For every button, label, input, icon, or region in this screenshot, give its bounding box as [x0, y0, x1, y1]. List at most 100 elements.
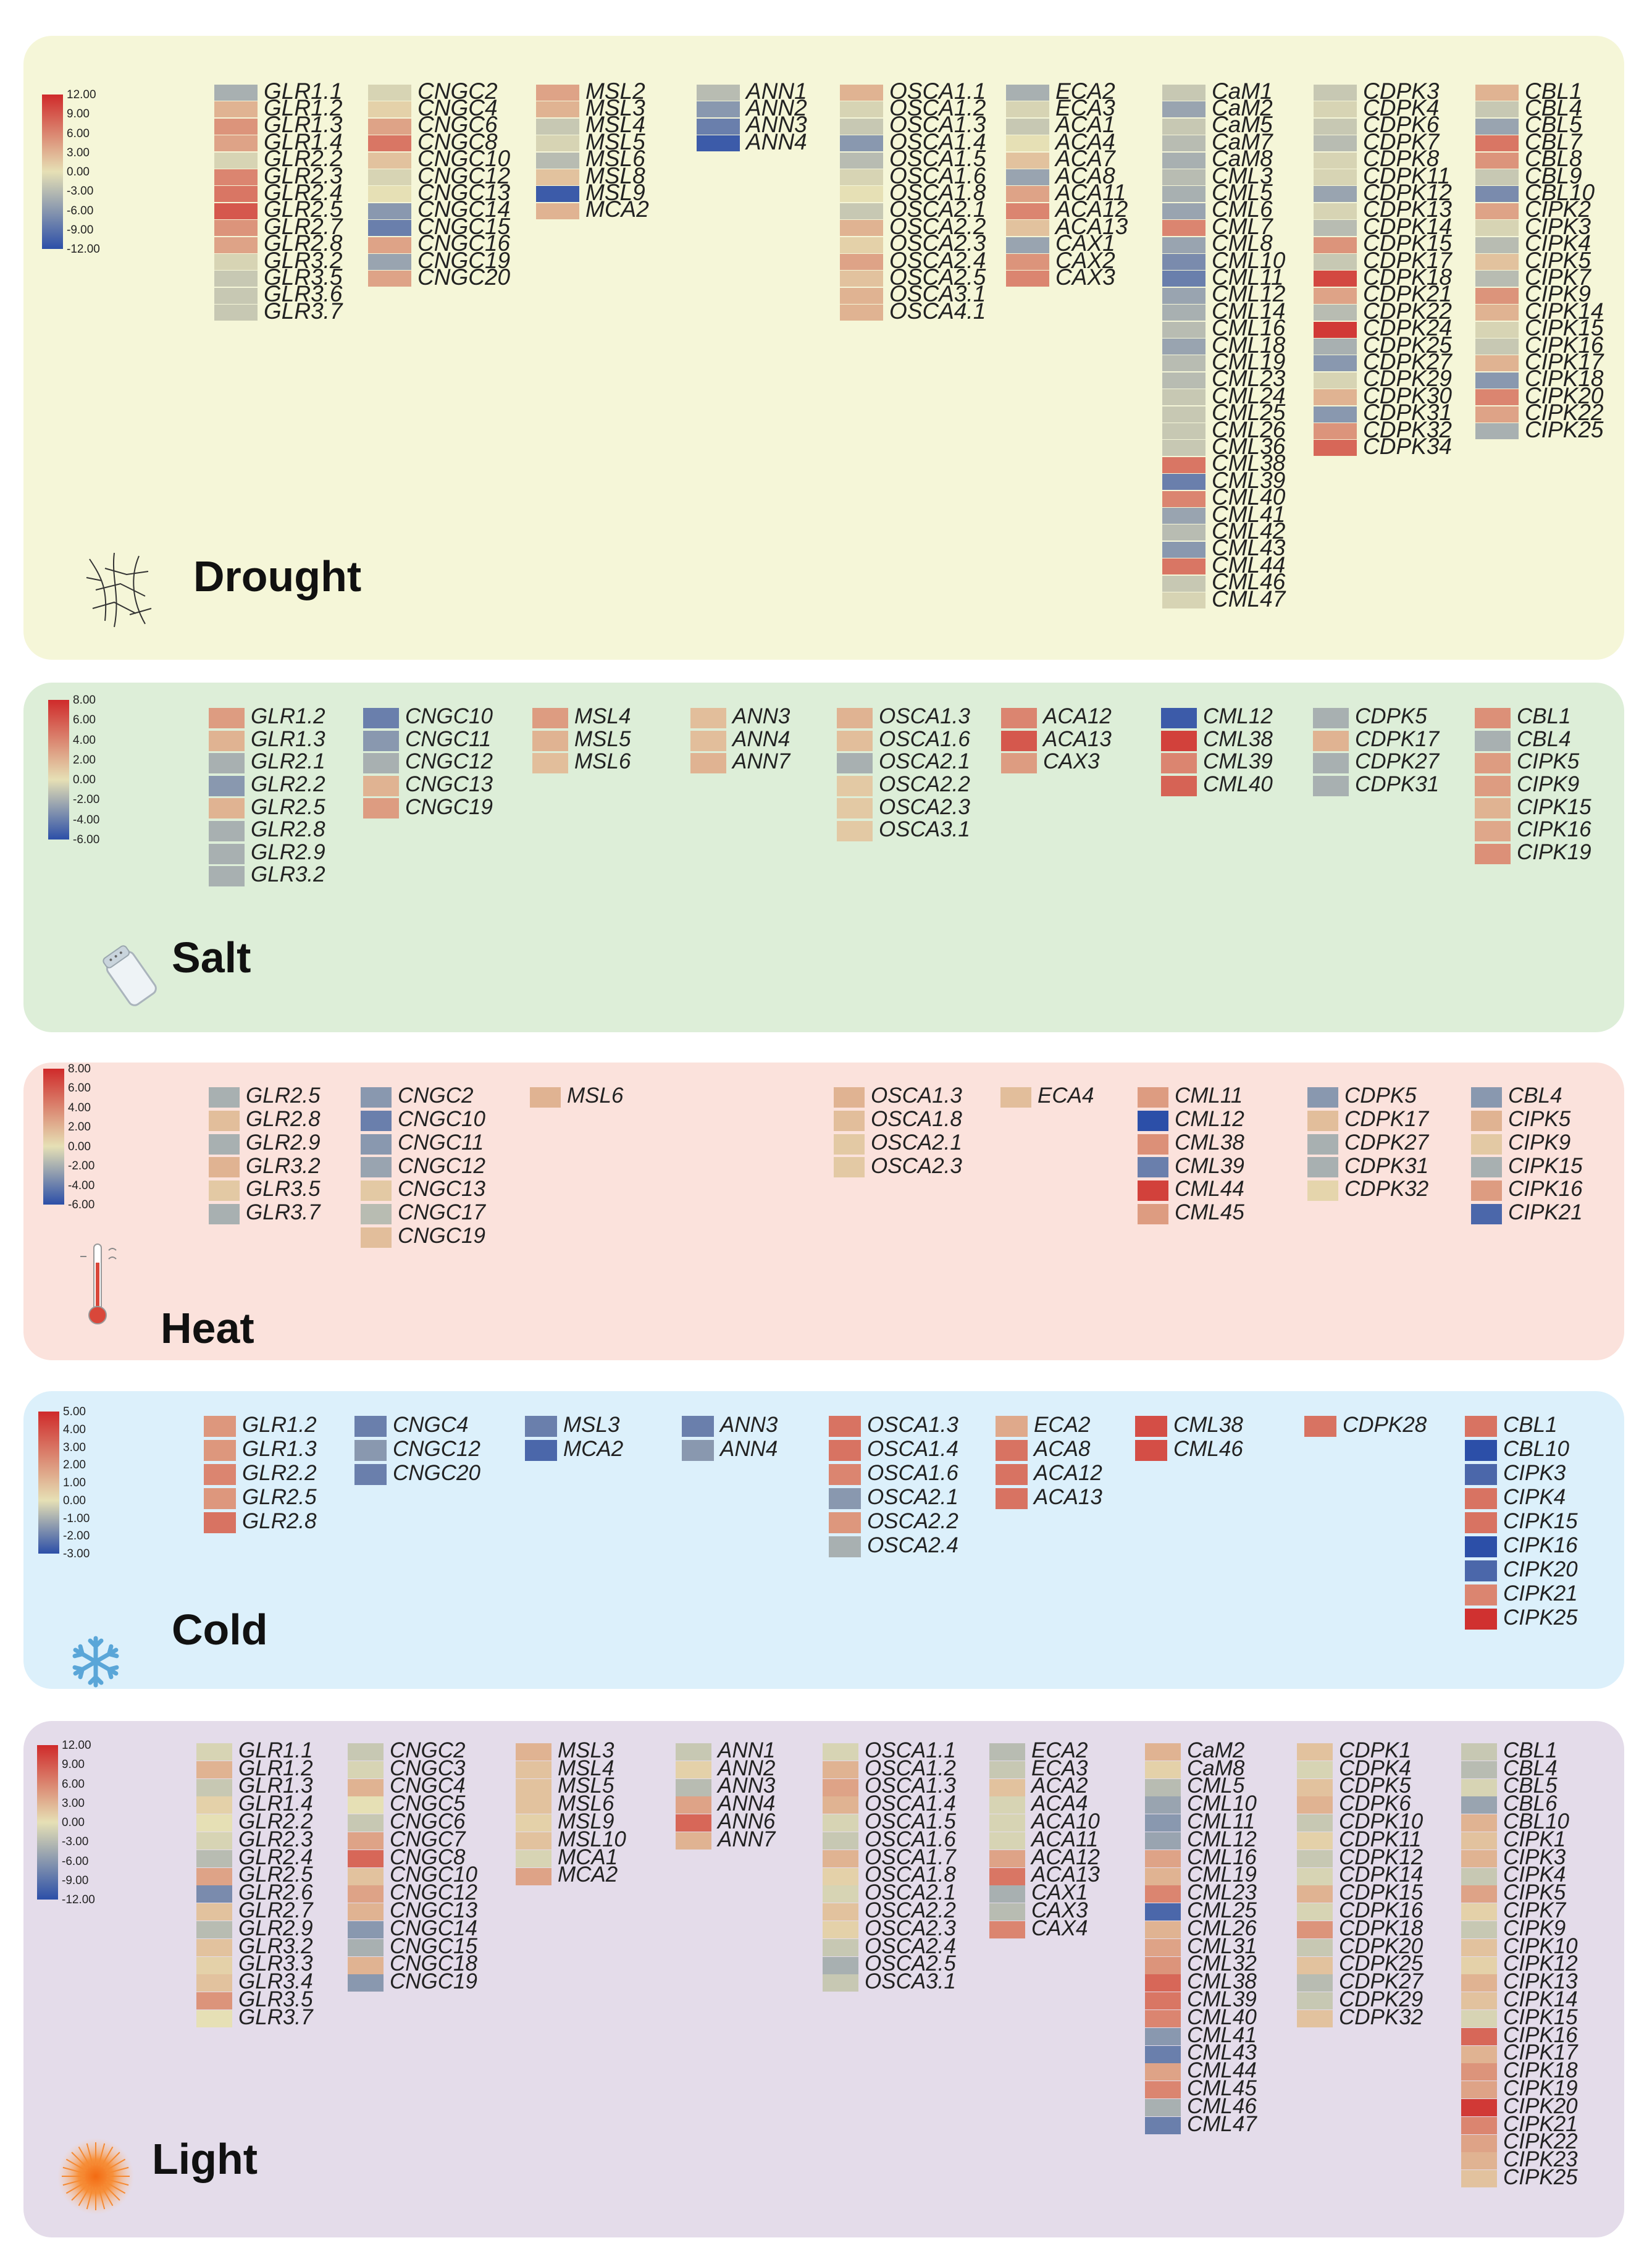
heatmap-cell: [1475, 305, 1519, 321]
heatmap-cell: [1475, 406, 1519, 423]
gene-label: CNGC8: [417, 128, 498, 154]
heatmap-cell: [1138, 1180, 1168, 1201]
heatmap-cell: [525, 1416, 557, 1437]
heatmap-cell: [1297, 1832, 1333, 1849]
color-scale-tick: 2.00: [68, 1121, 91, 1134]
heatmap-cell: [1145, 1938, 1181, 1956]
heatmap-cell: [823, 1832, 858, 1849]
gene-label: ECA2: [1055, 78, 1115, 104]
color-scale-tick: -9.00: [62, 1874, 89, 1887]
heatmap-cell: [1162, 440, 1205, 457]
gene-label: CIPK2: [1525, 196, 1591, 222]
gene-label: CNGC11: [405, 726, 492, 751]
heatmap-cell: [697, 85, 740, 101]
heatmap-cell: [1162, 271, 1205, 287]
heatmap-cell: [348, 1921, 384, 1938]
gene-label: CDPK15: [1339, 1880, 1423, 1905]
gene-label: CNGC15: [417, 213, 511, 239]
gene-label: CML42: [1212, 518, 1286, 544]
heatmap-cell: [989, 1903, 1025, 1921]
heatmap-cell: [1461, 1992, 1497, 2010]
gene-label: CDPK1: [1339, 1738, 1411, 1762]
gene-label: CNGC10: [390, 1862, 477, 1887]
heatmap-cell: [1314, 271, 1357, 287]
gene-label: CNGC18: [390, 1951, 477, 1976]
heatmap-cell: [1001, 753, 1037, 774]
gene-label: CDPK8: [1363, 146, 1440, 172]
heatmap-cell: [1162, 220, 1205, 237]
gene-label: CaM8: [1187, 1756, 1245, 1780]
gene-label: MSL9: [558, 1809, 614, 1833]
color-scale-tick: -2.00: [73, 793, 100, 807]
gene-label: CBL4: [1503, 1756, 1558, 1780]
gene-label: CIPK12: [1503, 1951, 1578, 1976]
gene-label: CML36: [1212, 433, 1286, 459]
gene-label: CML24: [1212, 382, 1286, 408]
heatmap-cell: [532, 708, 568, 728]
gene-label: OSCA1.8: [871, 1107, 962, 1131]
heatmap-cell: [1471, 1204, 1502, 1224]
gene-label: CDPK18: [1363, 264, 1452, 290]
gene-label: CML38: [1212, 450, 1286, 476]
heatmap-cell: [214, 85, 258, 101]
gene-label: CML12: [1187, 1827, 1257, 1851]
heatmap-cell: [1314, 355, 1357, 372]
heatmap-cell: [1162, 169, 1205, 185]
gene-label: CIPK16: [1508, 1177, 1583, 1201]
gene-label: CIPK20: [1525, 382, 1604, 408]
heatmap-cell: [1475, 85, 1519, 101]
gene-label: GLR3.2: [251, 862, 325, 887]
gene-label: GLR2.5: [251, 794, 325, 819]
heatmap-cell: [1475, 753, 1511, 774]
thermometer-icon: [80, 1244, 117, 1324]
gene-label: CNGC2: [417, 78, 498, 104]
heatmap-cell: [840, 169, 883, 185]
heatmap-cell: [214, 186, 258, 203]
heatmap-cell: [209, 1180, 240, 1201]
gene-label: GLR2.7: [264, 213, 343, 239]
heatmap-cell: [1314, 372, 1357, 389]
gene-label: CDPK29: [1363, 366, 1452, 392]
heatmap-cell: [209, 1087, 240, 1108]
heatmap-cell: [214, 118, 258, 135]
gene-label: MSL6: [558, 1791, 614, 1816]
heatmap-cell: [1006, 271, 1049, 287]
heatmap-cell: [823, 1903, 858, 1921]
gene-label: CIPK21: [1503, 1581, 1578, 1605]
heatmap-cell: [1162, 389, 1205, 406]
heatmap-cell: [1135, 1440, 1167, 1461]
gene-label: ANN6: [718, 1809, 776, 1833]
heatmap-cell: [516, 1761, 551, 1778]
gene-label: OSCA2.1: [871, 1130, 962, 1155]
gene-label: OSCA2.1: [865, 1880, 956, 1905]
gene-label: CDPK32: [1363, 416, 1452, 442]
gene-label: CDPK3: [1363, 78, 1440, 104]
gene-label: OSCA1.4: [889, 128, 986, 154]
gene-label: MSL5: [558, 1774, 614, 1798]
gene-label: CDPK14: [1363, 213, 1452, 239]
color-scale-tick: 0.00: [63, 1494, 86, 1507]
heatmap-cell: [1461, 1938, 1497, 1956]
heatmap-cell: [363, 798, 399, 819]
heatmap-cell: [1145, 1832, 1181, 1849]
heatmap-cell: [1145, 1903, 1181, 1921]
gene-label: OSCA3.1: [889, 281, 986, 307]
heatmap-cell: [1461, 1903, 1497, 1921]
heatmap-cell: [525, 1440, 557, 1461]
heatmap-cell: [1162, 85, 1205, 101]
gene-label: CML44: [1175, 1177, 1244, 1201]
gene-label: ACA12: [1031, 1845, 1100, 1869]
color-scale-tick: 0.00: [67, 166, 90, 179]
gene-label: CNGC19: [405, 794, 493, 819]
dry-roots-icon: [86, 552, 152, 628]
gene-label: ACA4: [1055, 128, 1115, 154]
gene-label: MCA2: [585, 196, 649, 222]
heatmap-cell: [1461, 2170, 1497, 2188]
gene-label: CDPK34: [1363, 433, 1452, 459]
gene-label: GLR2.2: [251, 772, 325, 796]
gene-label: CDPK6: [1339, 1791, 1411, 1816]
gene-label: GLR1.3: [242, 1436, 317, 1461]
gene-label: CAX1: [1055, 230, 1115, 256]
heatmap-cell: [823, 1761, 858, 1778]
heatmap-cell: [837, 798, 873, 819]
